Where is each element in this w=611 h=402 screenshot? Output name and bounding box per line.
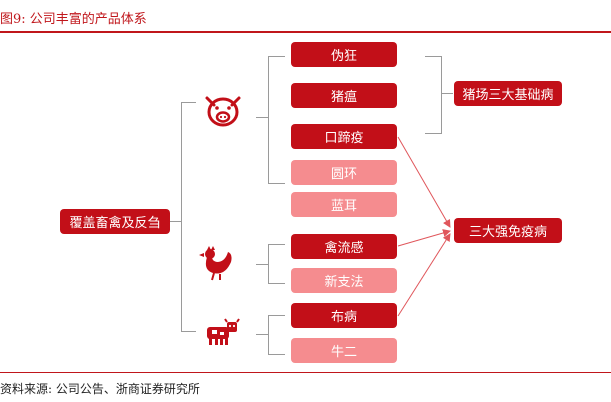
root-tick [170,221,182,222]
chicken-icon [199,246,232,281]
arrow-brucellosis [397,233,451,317]
ruminant-bracket [268,315,285,355]
pig-tick [256,117,269,118]
pig-icon [205,96,241,127]
root-bracket [181,102,196,332]
product-brucellosis: 布病 [291,303,397,328]
figure-caption: 图9: 公司丰富的产品体系 [0,12,147,27]
source-note: 资料来源: 公司公告、浙商证券研究所 [0,382,200,396]
ruminant-tick [256,334,269,335]
group-pig-major-diseases: 猪场三大基础病 [454,81,562,106]
product-nd-ib: 新支法 [291,268,397,293]
group-big-three-diseases: 三大强免疫病 [454,218,562,243]
product-fmd: 口蹄疫 [291,124,397,149]
product-swine-fever: 猪瘟 [291,83,397,108]
poultry-tick [256,264,269,265]
root-box: 覆盖畜禽及反刍 [60,209,170,234]
arrow-fmd [397,136,451,228]
pig-major-bracket [425,56,442,134]
product-pseudorabies: 伪狂 [291,42,397,67]
bottom-rule [0,372,611,373]
cow-icon [207,318,240,345]
product-circovirus: 圆环 [291,160,397,185]
product-avian-flu: 禽流感 [291,234,397,259]
top-rule [0,31,611,33]
product-bovine: 牛二 [291,338,397,363]
pig-bracket [268,56,285,184]
product-prrs: 蓝耳 [291,192,397,217]
pig-major-tick [441,93,453,94]
arrow-avian-flu [397,229,451,247]
